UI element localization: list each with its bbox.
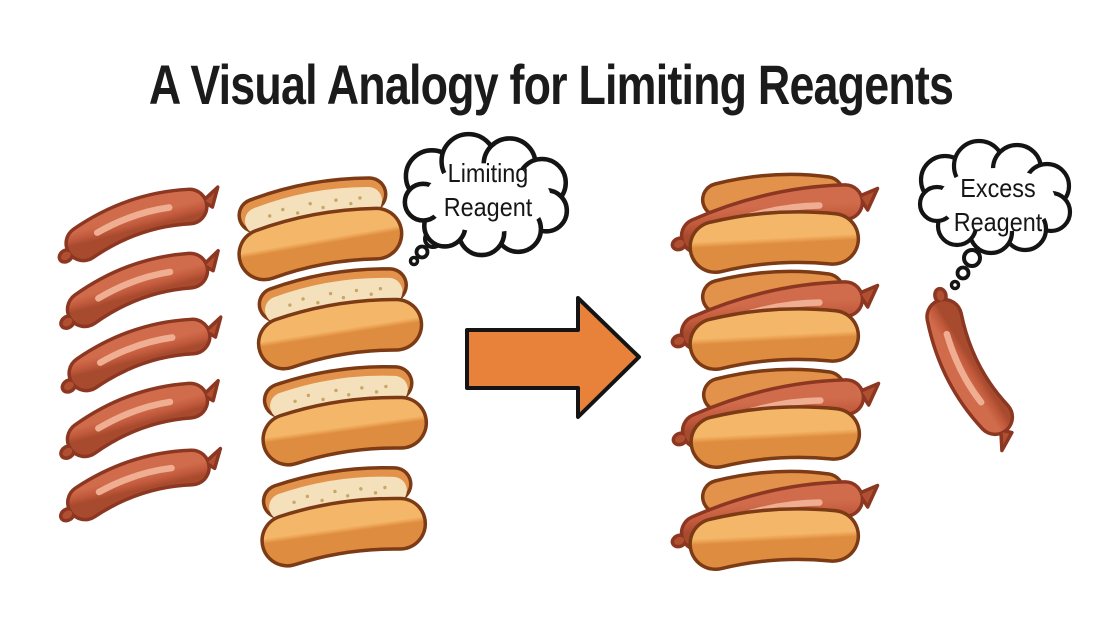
sausage-4 [52,381,228,462]
reactant-buns-group [254,190,401,541]
product-hotdogs-group [668,186,881,549]
excess-reagent-bubble [920,141,1070,291]
limiting-reagent-bubble [405,134,567,267]
sausage-1 [50,187,226,265]
excess-reagent-line2: Reagent [953,207,1043,237]
excess-reagent-label: Excess Reagent [926,171,1070,239]
hot-dog-3 [669,381,881,447]
sausage-5 [52,449,228,524]
reactant-sausages-group [50,187,229,524]
excess-reagent-line1: Excess [960,173,1036,203]
bubble-tail-dot [955,265,971,281]
limiting-reagent-label: Limiting Reagent [414,156,562,224]
sausage-2 [52,251,228,332]
bun-4 [279,479,400,540]
hot-dog-4 [668,483,880,549]
limiting-reagent-line2: Reagent [443,192,533,222]
page-title: A Visual Analogy for Limiting Reagents [148,53,954,116]
bun-3 [280,378,401,439]
bun-2 [275,280,397,343]
bun-1 [254,190,376,255]
reaction-arrow [465,296,641,419]
bubble-tail-dot [414,244,430,260]
hot-dog-2 [668,283,880,349]
sausage-3 [53,317,229,395]
bubble-tail-dot [408,255,420,267]
hot-dog-1 [668,186,880,252]
limiting-reagent-line1: Limiting [447,158,529,188]
bubble-tail-dot [962,248,982,268]
bubble-tail-dot [949,279,961,291]
excess-sausage [911,284,1034,450]
